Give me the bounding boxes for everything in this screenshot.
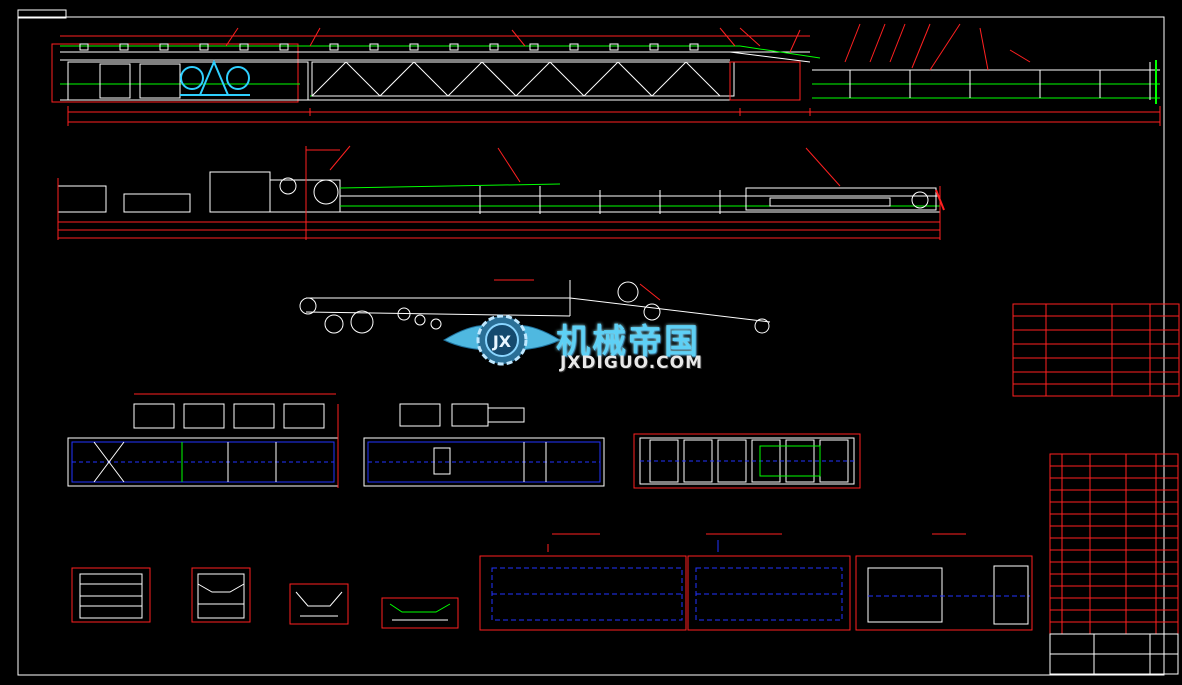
belt-threading-diagram <box>299 279 771 334</box>
bill-of-materials-table <box>1049 453 1179 675</box>
watermark-url: JXDIGUO.COM <box>560 353 704 373</box>
drawing-frame <box>17 16 1165 676</box>
plan-view-left <box>67 393 339 488</box>
frame-plan-views <box>479 533 1033 631</box>
idler-section-views <box>71 567 459 629</box>
emblem-label: JX <box>492 332 512 351</box>
top-left-label-box <box>17 9 67 19</box>
watermark-emblem: JX <box>442 314 562 366</box>
plan-view-middle <box>363 403 605 487</box>
main-elevation-view <box>51 23 1161 126</box>
watermark-title: 机械帝国 <box>556 322 700 362</box>
plan-view-right <box>633 433 861 489</box>
technical-parameters-table <box>1012 303 1180 397</box>
secondary-elevation-view <box>57 145 945 240</box>
